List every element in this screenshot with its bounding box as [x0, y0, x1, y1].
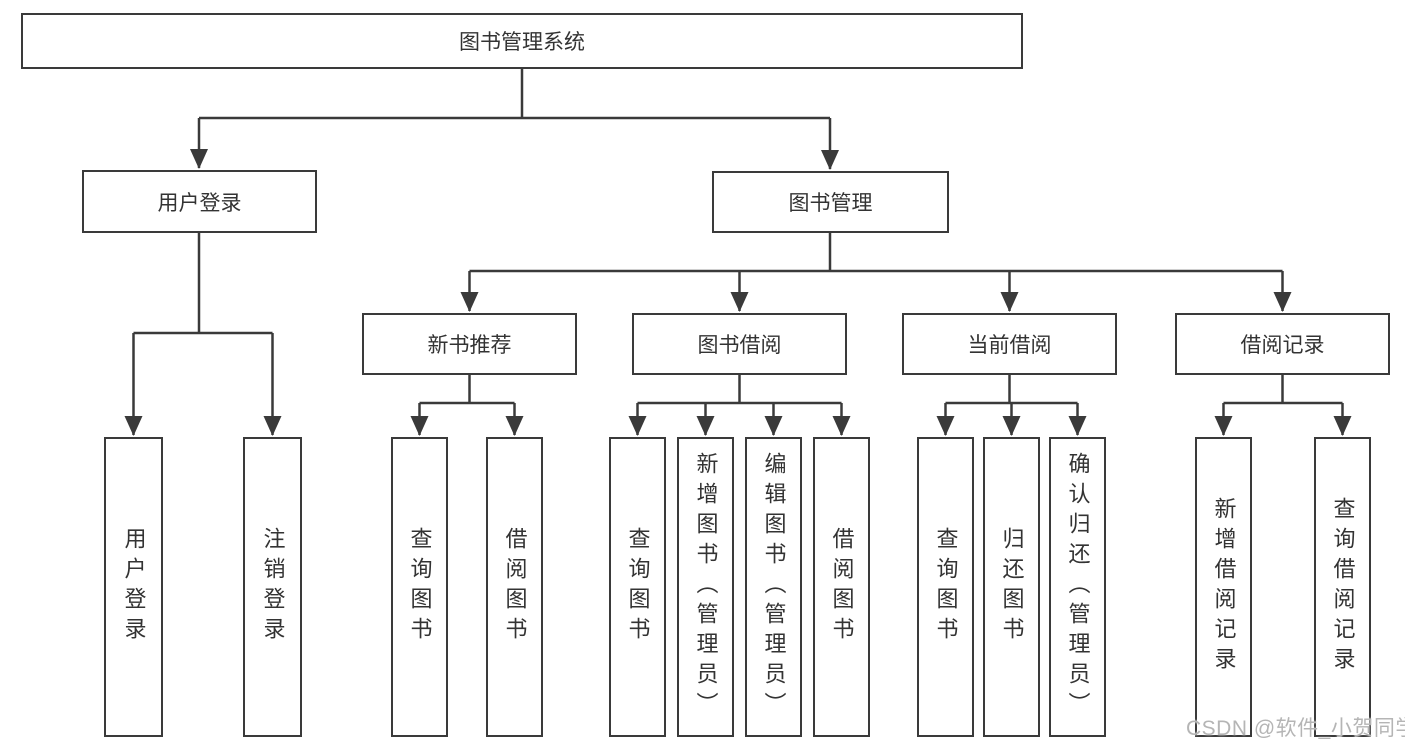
- leaf-cb-confirm-return: 确认归还（管理员）: [1049, 437, 1106, 737]
- leaf-cb-query-books-label: 查询图书: [933, 527, 959, 647]
- node-current-borrow-label: 当前借阅: [967, 334, 1052, 357]
- leaf-cb-query-books: 查询图书: [917, 437, 974, 737]
- node-root: 图书管理系统: [21, 13, 1023, 69]
- leaf-bb-query-books-label: 查询图书: [625, 527, 651, 647]
- node-user-login-label: 用户登录: [157, 191, 242, 215]
- leaf-bb-edit-books-label: 编辑图书（管理员）: [761, 452, 787, 722]
- leaf-br-add-record-label: 新增借阅记录: [1211, 497, 1237, 677]
- leaf-logout: 注销登录: [243, 437, 302, 737]
- node-root-label: 图书管理系统: [459, 31, 585, 54]
- leaf-bb-add-books: 新增图书（管理员）: [677, 437, 734, 737]
- node-new-book-recommend-label: 新书推荐: [427, 334, 512, 357]
- node-user-login: 用户登录: [82, 170, 317, 233]
- leaf-user-login-label: 用户登录: [121, 527, 147, 647]
- node-new-book-recommend: 新书推荐: [362, 313, 577, 375]
- leaf-bb-borrow-books-label: 借阅图书: [829, 527, 855, 647]
- node-current-borrow: 当前借阅: [902, 313, 1117, 375]
- leaf-nb-borrow-books: 借阅图书: [486, 437, 543, 737]
- node-book-management: 图书管理: [712, 171, 949, 233]
- leaf-user-login: 用户登录: [104, 437, 163, 737]
- leaf-nb-borrow-books-label: 借阅图书: [502, 527, 528, 647]
- leaf-br-query-record: 查询借阅记录: [1314, 437, 1371, 737]
- leaf-bb-borrow-books: 借阅图书: [813, 437, 870, 737]
- node-book-borrow: 图书借阅: [632, 313, 847, 375]
- leaf-nb-query-books-label: 查询图书: [407, 527, 433, 647]
- leaf-bb-edit-books: 编辑图书（管理员）: [745, 437, 802, 737]
- leaf-bb-query-books: 查询图书: [609, 437, 666, 737]
- node-book-borrow-label: 图书借阅: [697, 334, 782, 357]
- node-book-management-label: 图书管理: [788, 192, 873, 215]
- leaf-logout-label: 注销登录: [260, 527, 286, 647]
- leaf-br-add-record: 新增借阅记录: [1195, 437, 1252, 737]
- node-borrow-records-label: 借阅记录: [1240, 334, 1325, 357]
- leaf-cb-confirm-return-label: 确认归还（管理员）: [1065, 452, 1091, 722]
- leaf-cb-return-books: 归还图书: [983, 437, 1040, 737]
- node-borrow-records: 借阅记录: [1175, 313, 1390, 375]
- leaf-nb-query-books: 查询图书: [391, 437, 448, 737]
- leaf-bb-add-books-label: 新增图书（管理员）: [693, 452, 719, 722]
- leaf-cb-return-books-label: 归还图书: [999, 527, 1025, 647]
- leaf-br-query-record-label: 查询借阅记录: [1330, 497, 1356, 677]
- watermark: CSDN @软件_小贺同学: [1186, 717, 1405, 740]
